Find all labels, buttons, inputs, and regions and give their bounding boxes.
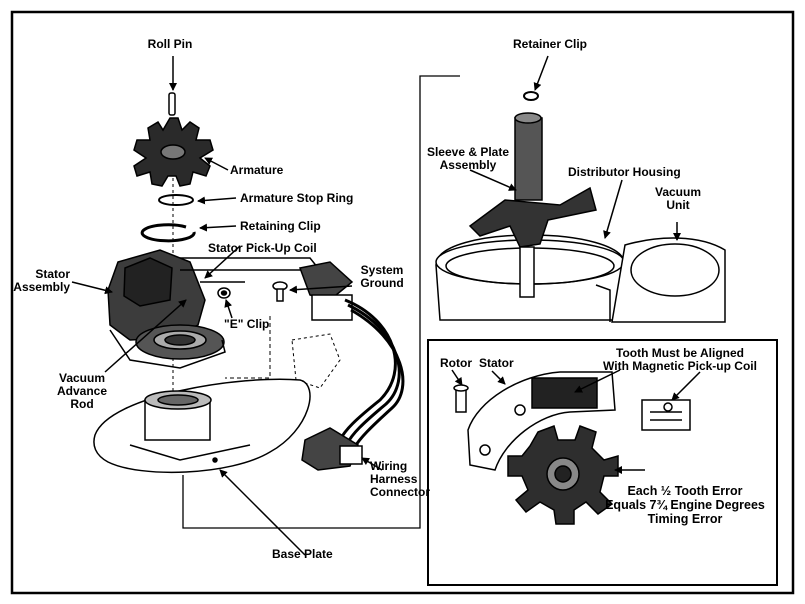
label-vacuum-advance-rod-line2: Advance xyxy=(56,384,108,398)
e-clip xyxy=(217,287,231,299)
label-roll-pin: Roll Pin xyxy=(147,37,193,51)
label-armature: Armature xyxy=(230,163,284,177)
label-timing-error-line1: Each ½ Tooth Error xyxy=(627,484,743,498)
stator-assembly xyxy=(107,249,226,369)
label-tooth-aligned-line1: Tooth Must be Aligned xyxy=(616,346,744,360)
label-stator-pickup-coil: Stator Pick-Up Coil xyxy=(208,241,317,255)
label-tooth-aligned-line2: With Magnetic Pick-up Coil xyxy=(603,359,757,373)
label-stator: Stator xyxy=(479,356,514,370)
sleeve-plate-assembly xyxy=(468,112,597,298)
label-sleeve-plate-line1: Sleeve & Plate xyxy=(426,145,510,159)
retainer-clip-part xyxy=(523,91,539,101)
label-vacuum-advance-rod: Vacuum Advance Rod xyxy=(52,372,112,411)
label-base-plate: Base Plate xyxy=(272,547,333,561)
system-ground-screw xyxy=(272,281,288,302)
ground-bracket-ghost xyxy=(291,333,341,389)
label-tooth-aligned: Tooth Must be Aligned With Magnetic Pick… xyxy=(590,347,770,373)
wiring-harness xyxy=(338,298,405,449)
label-stator-assembly-line2: Assembly xyxy=(13,280,70,294)
label-distributor-housing: Distributor Housing xyxy=(568,165,681,179)
label-retaining-clip: Retaining Clip xyxy=(240,219,321,233)
label-e-clip: "E" Clip xyxy=(224,317,270,331)
label-wiring-harness: Wiring Harness Connector xyxy=(370,460,430,499)
inset-pickup-coil-detail xyxy=(641,399,691,431)
vacuum-unit xyxy=(611,237,726,323)
label-sleeve-plate-assembly: Sleeve & Plate Assembly xyxy=(418,146,518,172)
label-retainer-clip: Retainer Clip xyxy=(512,37,587,51)
inset-rotor xyxy=(453,384,469,413)
lead-connector-block xyxy=(298,261,354,321)
pickup-coil-leads xyxy=(180,257,319,283)
label-vacuum-advance-rod-line3: Rod xyxy=(70,397,94,411)
ground-dashed-guide xyxy=(225,316,271,379)
label-system-ground-line2: Ground xyxy=(360,276,404,290)
label-vacuum-advance-rod-line1: Vacuum xyxy=(58,371,106,385)
label-system-ground-line1: System xyxy=(360,263,404,277)
outer-frame xyxy=(10,10,795,595)
label-stator-assembly: Stator Assembly xyxy=(10,268,70,294)
label-timing-error-line3: Timing Error xyxy=(647,512,723,526)
label-vacuum-unit: Vacuum Unit xyxy=(648,186,708,212)
label-system-ground: System Ground xyxy=(352,264,412,290)
label-vacuum-unit-line1: Vacuum xyxy=(654,185,702,199)
retaining-clip xyxy=(140,223,196,243)
inset-stator xyxy=(467,371,616,471)
armature-stop-ring xyxy=(158,194,194,206)
label-wiring-harness-line3: Connector xyxy=(370,485,430,499)
label-wiring-harness-line1: Wiring xyxy=(370,459,408,473)
label-vacuum-unit-line2: Unit xyxy=(666,198,690,212)
wiring-harness-connector xyxy=(301,427,363,471)
armature xyxy=(133,117,214,187)
connection-bracket xyxy=(182,75,460,529)
leader-lines xyxy=(71,55,701,556)
label-sleeve-plate-line2: Assembly xyxy=(439,158,497,172)
label-wiring-harness-line2: Harness xyxy=(370,472,418,486)
inset-armature-gear xyxy=(507,425,619,525)
roll-pin xyxy=(168,92,176,116)
label-armature-stop-ring: Armature Stop Ring xyxy=(240,191,354,205)
label-stator-assembly-line1: Stator xyxy=(35,267,70,281)
label-timing-error: Each ½ Tooth Error Equals 7¾ Engine Degr… xyxy=(595,484,775,526)
base-plate xyxy=(93,378,311,474)
label-timing-error-line2: Equals 7¾ Engine Degrees xyxy=(605,498,765,512)
label-rotor: Rotor xyxy=(440,356,472,370)
